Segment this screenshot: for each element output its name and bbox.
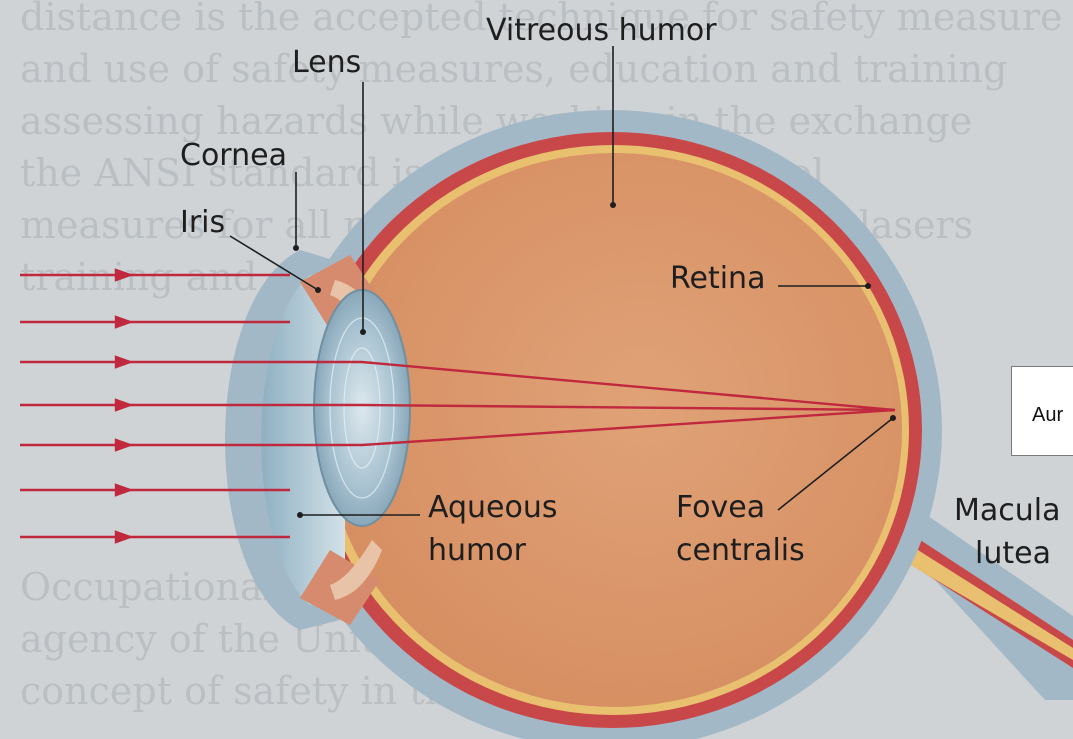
label-lens: Lens xyxy=(292,45,361,80)
overlay-answer-text: Aur xyxy=(1032,404,1063,427)
label-macula-line1: Macula xyxy=(954,493,1061,528)
label-fovea-line1: Fovea xyxy=(676,490,765,525)
label-cornea: Cornea xyxy=(180,138,287,173)
label-aqueous-line2: humor xyxy=(428,533,527,568)
vitreous-body xyxy=(326,153,902,707)
svg-text:and use of safety measures, ed: and use of safety measures, education an… xyxy=(20,47,1007,91)
label-retina: Retina xyxy=(670,261,765,296)
label-iris: Iris xyxy=(180,205,225,240)
lens xyxy=(314,290,410,526)
label-fovea-line2: centralis xyxy=(676,533,805,568)
label-macula-line2: lutea xyxy=(975,536,1051,571)
label-aqueous-line1: Aqueous xyxy=(428,490,558,525)
label-vitreous-humor: Vitreous humor xyxy=(486,13,717,48)
